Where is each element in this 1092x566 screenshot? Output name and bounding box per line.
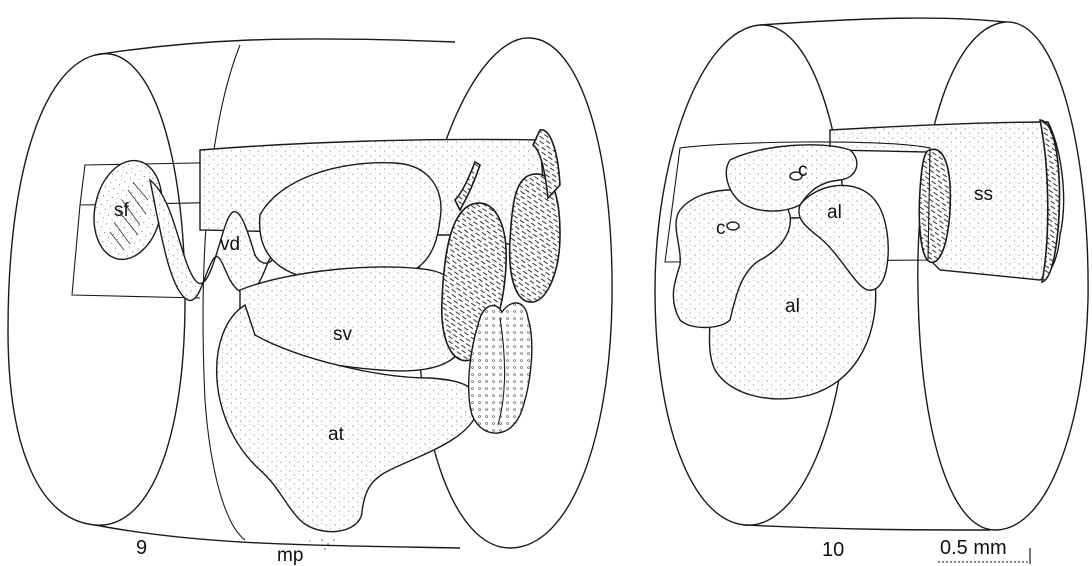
label-al-lower: al [785, 296, 800, 317]
label-ss: ss [974, 184, 993, 205]
label-at: at [328, 424, 345, 445]
scale-bar-label: 0.5 mm [940, 537, 1007, 559]
fig9-cylinder-top-edge [95, 39, 455, 55]
label-sv: sv [333, 324, 353, 345]
figure-10: c c al al ss 10 [655, 18, 1088, 561]
figure-number-9: 9 [136, 537, 147, 559]
label-c-upper: c [798, 160, 808, 181]
label-sf: sf [114, 200, 130, 221]
fig9-cylinder-inner-rim [203, 45, 245, 540]
label-al-upper: al [827, 202, 842, 223]
fig10-cell-left [727, 222, 739, 230]
figure-9: sf vd sv at mp 9 [8, 38, 612, 566]
scale-bar: 0.5 mm [938, 537, 1030, 564]
fig10-cylinder-bottom-edge [745, 525, 990, 530]
label-vd: vd [220, 234, 240, 255]
label-mp: mp [277, 545, 303, 566]
fig9-cylinder-left-end [8, 54, 185, 526]
label-c-left: c [716, 218, 726, 239]
figure-number-10: 10 [822, 539, 844, 561]
fig10-cylinder-top-edge [760, 18, 1005, 25]
